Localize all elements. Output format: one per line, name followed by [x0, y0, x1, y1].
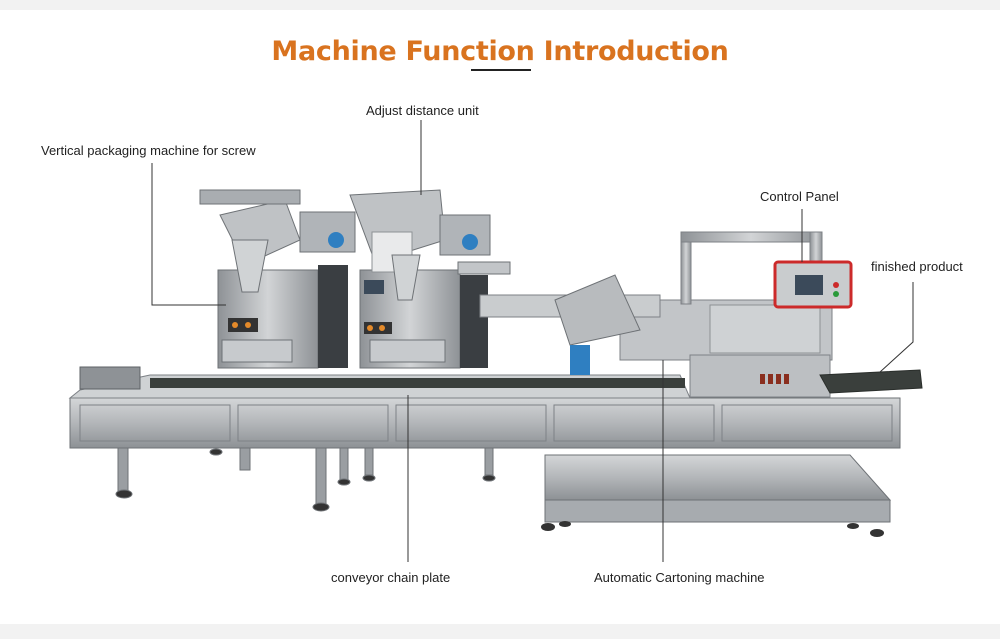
- main-frame: [69, 397, 901, 449]
- machine-legs: [115, 439, 496, 512]
- page-title: Machine Function Introduction: [271, 36, 729, 67]
- label-automatic-cartoning-machine: Automatic Cartoning machine: [594, 570, 765, 585]
- cartoning-upper: [479, 274, 831, 398]
- label-adjust-distance-unit: Adjust distance unit: [366, 103, 479, 118]
- cartoning-base: [541, 454, 892, 537]
- leader-lines: [151, 120, 914, 562]
- vertical-packer-1: [199, 189, 356, 369]
- control-panel-box: [773, 260, 853, 309]
- vertical-packer-2: [349, 189, 511, 369]
- control-panel-arm: [680, 231, 823, 305]
- label-vertical-packaging-machine: Vertical packaging machine for screw: [41, 143, 256, 158]
- title-underline: [471, 69, 531, 71]
- label-conveyor-chain-plate: conveyor chain plate: [331, 570, 451, 585]
- finished-product-belt: [819, 369, 923, 394]
- conveyor-chain: [68, 366, 691, 399]
- label-finished-product: finished product: [871, 259, 963, 274]
- label-control-panel: Control Panel: [760, 189, 839, 204]
